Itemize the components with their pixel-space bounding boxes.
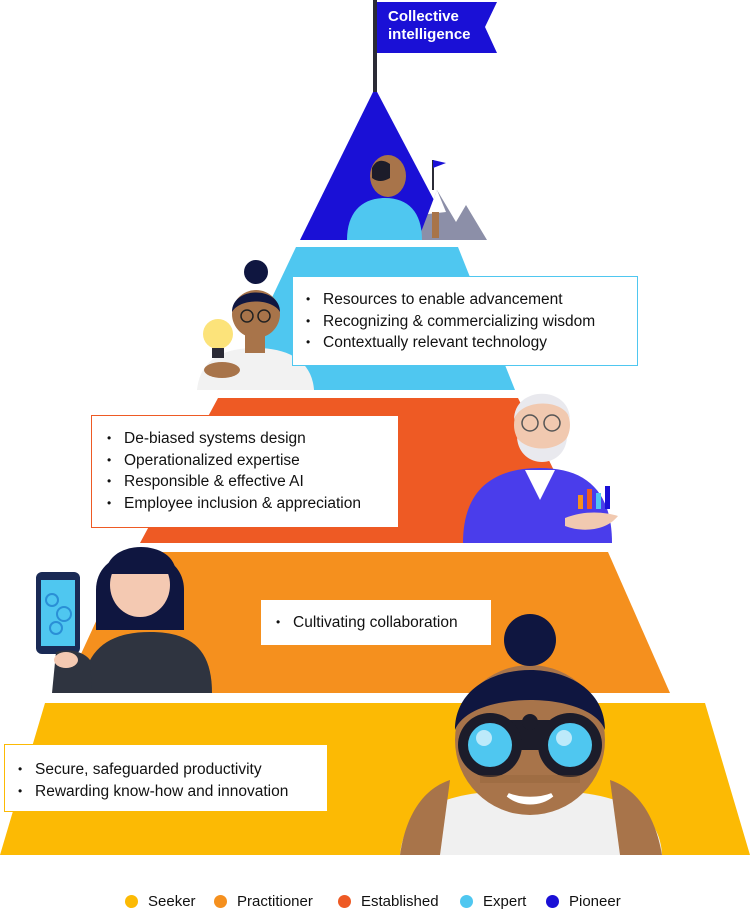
pioneer-figure bbox=[347, 155, 487, 240]
list-item: Operationalized expertise bbox=[104, 450, 386, 472]
legend-item-established: Established bbox=[338, 893, 439, 910]
list-item: Employee inclusion & appreciation bbox=[104, 493, 386, 515]
legend-label: Expert bbox=[483, 893, 527, 910]
list-item: Contextually relevant technology bbox=[303, 332, 627, 354]
practitioner-box: Cultivating collaboration bbox=[261, 600, 491, 645]
legend-item-seeker: Seeker bbox=[125, 893, 196, 910]
established-figure bbox=[463, 393, 618, 543]
legend-dot bbox=[214, 895, 227, 908]
legend-label: Established bbox=[361, 893, 439, 910]
legend-label: Seeker bbox=[148, 893, 196, 910]
legend-dot bbox=[125, 895, 138, 908]
practitioner-list: Cultivating collaboration bbox=[273, 612, 479, 634]
seeker-box: Secure, safeguarded productivity Rewardi… bbox=[4, 744, 328, 812]
flag-banner bbox=[377, 2, 497, 53]
legend: Seeker Practitioner Established Expert P… bbox=[0, 893, 750, 913]
list-item: Recognizing & commercializing wisdom bbox=[303, 311, 627, 333]
legend-dot bbox=[338, 895, 351, 908]
flag-label: Collective intelligence bbox=[388, 8, 471, 44]
practitioner-figure bbox=[36, 547, 212, 693]
seeker-list: Secure, safeguarded productivity Rewardi… bbox=[15, 759, 317, 802]
list-item: Resources to enable advancement bbox=[303, 289, 627, 311]
legend-item-practitioner: Practitioner bbox=[214, 893, 313, 910]
seeker-figure bbox=[400, 614, 662, 855]
list-item: Responsible & effective AI bbox=[104, 471, 386, 493]
list-item: Cultivating collaboration bbox=[273, 612, 479, 634]
legend-dot bbox=[460, 895, 473, 908]
established-box: De-biased systems design Operationalized… bbox=[91, 415, 399, 528]
expert-box: Resources to enable advancement Recogniz… bbox=[292, 276, 638, 366]
legend-item-expert: Expert bbox=[460, 893, 526, 910]
list-item: Rewarding know-how and innovation bbox=[15, 781, 317, 803]
legend-label: Practitioner bbox=[237, 893, 313, 910]
list-item: De-biased systems design bbox=[104, 428, 386, 450]
expert-list: Resources to enable advancement Recogniz… bbox=[303, 289, 627, 354]
legend-dot bbox=[546, 895, 559, 908]
legend-label: Pioneer bbox=[569, 893, 621, 910]
flag-line-1: Collective bbox=[388, 8, 459, 25]
legend-item-pioneer: Pioneer bbox=[546, 893, 621, 910]
established-list: De-biased systems design Operationalized… bbox=[104, 428, 386, 514]
expert-figure bbox=[197, 260, 314, 390]
list-item: Secure, safeguarded productivity bbox=[15, 759, 317, 781]
flag-line-2: intelligence bbox=[388, 26, 471, 43]
